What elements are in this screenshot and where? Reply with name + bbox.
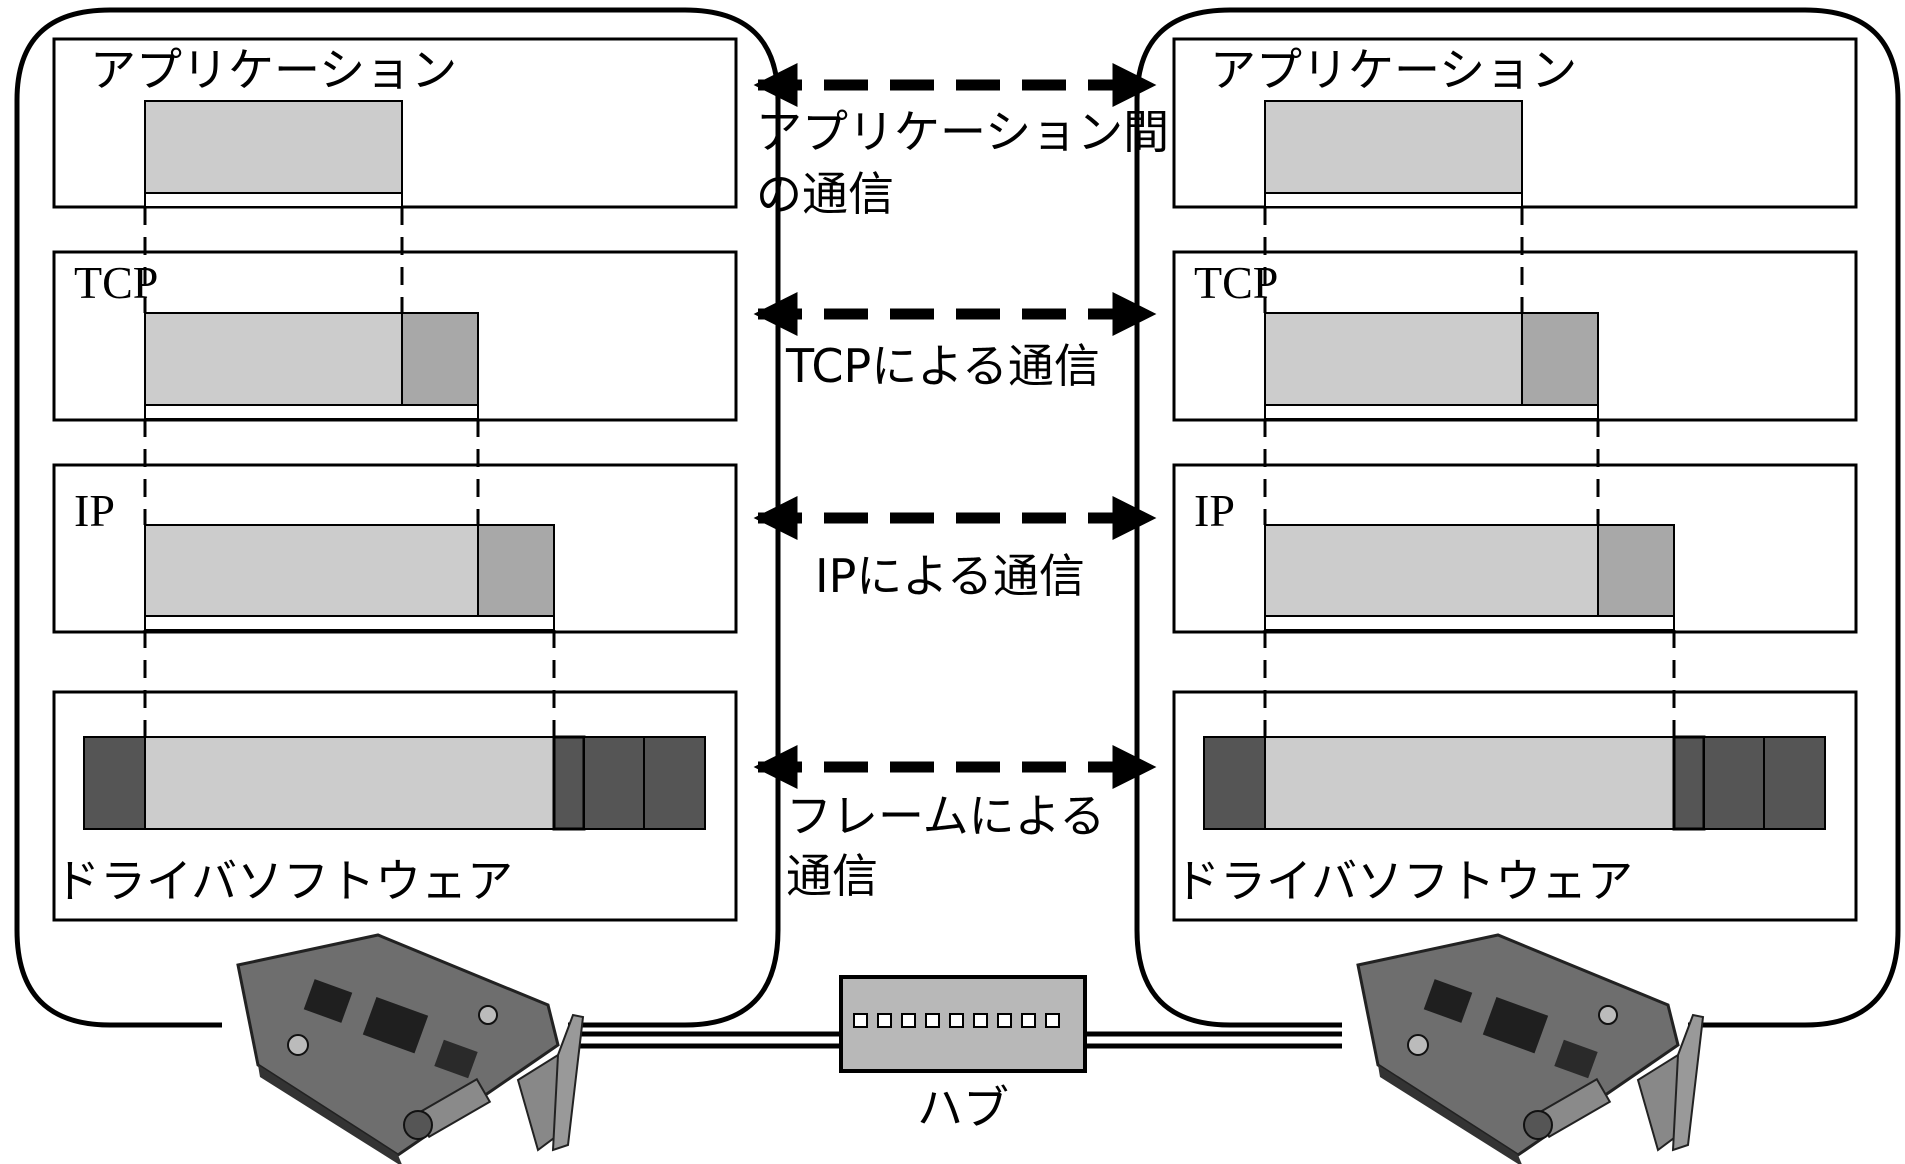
host-right-boundary: [1134, 7, 1901, 1028]
tcp-header-segment: [401, 312, 479, 407]
hub-label: ハブ: [917, 1081, 1009, 1135]
ip-payload-segment: [1264, 524, 1599, 618]
encapsulation-bracket: [144, 192, 403, 208]
ip-header-segment: [477, 524, 555, 618]
hub-port: [925, 1013, 940, 1028]
host-right: アプリケーション TCP IP ドライバソフトウェア: [1134, 7, 1901, 1028]
hub-port: [997, 1013, 1012, 1028]
layer-label-driver: ドライバソフトウェア: [54, 854, 513, 908]
network-cables: [570, 1031, 1342, 1049]
network-card-icon: [236, 933, 585, 1164]
application-communication-label: アプリケーション間: [756, 105, 1169, 159]
layer-label-driver: ドライバソフトウェア: [1174, 854, 1633, 908]
ip-communication-label: IPによる通信: [815, 549, 1085, 603]
hub-port: [973, 1013, 988, 1028]
ip-payload-segment: [144, 524, 479, 618]
frame-trailer-segment: [643, 736, 706, 830]
frame-trailer-segment: [1703, 736, 1765, 830]
host-left-boundary: [14, 7, 781, 1028]
network-card-icon: [1356, 933, 1705, 1164]
frame-header-segment: [1203, 736, 1266, 830]
frame-trailer-segment: [1672, 735, 1706, 831]
frame-communication-label: フレームによる: [786, 789, 1105, 843]
layer-label-ip: IP: [1194, 485, 1235, 536]
application-data-segment: [1264, 100, 1523, 195]
tcp-payload-segment: [1264, 312, 1523, 407]
hub-port: [853, 1013, 868, 1028]
tcp-header-segment: [1521, 312, 1599, 407]
frame-trailer-segment: [583, 736, 645, 830]
frame-trailer-segment: [552, 735, 586, 831]
application-data-segment: [144, 100, 403, 195]
frame-payload-segment: [1264, 736, 1675, 830]
encapsulation-bracket: [1264, 192, 1523, 208]
encapsulation-bracket: [144, 615, 555, 631]
application-communication-label: の通信: [756, 167, 894, 221]
hub: ハブ: [839, 975, 1087, 1135]
frame-communication-label: 通信: [786, 849, 878, 903]
layer-label-ip: IP: [74, 485, 115, 536]
layer-label-application: アプリケーション: [90, 43, 457, 97]
hub-port: [1021, 1013, 1036, 1028]
tcp-communication-label: TCPによる通信: [785, 339, 1100, 393]
encapsulation-bracket: [1264, 615, 1675, 631]
hub-port: [949, 1013, 964, 1028]
frame-header-segment: [83, 736, 146, 830]
hub-port: [877, 1013, 892, 1028]
tcp-payload-segment: [144, 312, 403, 407]
frame-trailer-segment: [1763, 736, 1826, 830]
host-left: アプリケーション TCP IP ドライバソフトウェア: [14, 7, 781, 1028]
hub-ports: [853, 1013, 1060, 1028]
encapsulation-bracket: [1264, 404, 1599, 420]
encapsulation-guides: [143, 207, 556, 737]
communication-labels: アプリケーション間 の通信 TCPによる通信 IPによる通信 フレームによる 通…: [756, 105, 1169, 903]
encapsulation-bracket: [144, 404, 479, 420]
hub-port: [1045, 1013, 1060, 1028]
frame-payload-segment: [144, 736, 555, 830]
layer-label-application: アプリケーション: [1210, 43, 1577, 97]
ip-header-segment: [1597, 524, 1675, 618]
encapsulation-guides: [1263, 207, 1676, 737]
hub-port: [901, 1013, 916, 1028]
